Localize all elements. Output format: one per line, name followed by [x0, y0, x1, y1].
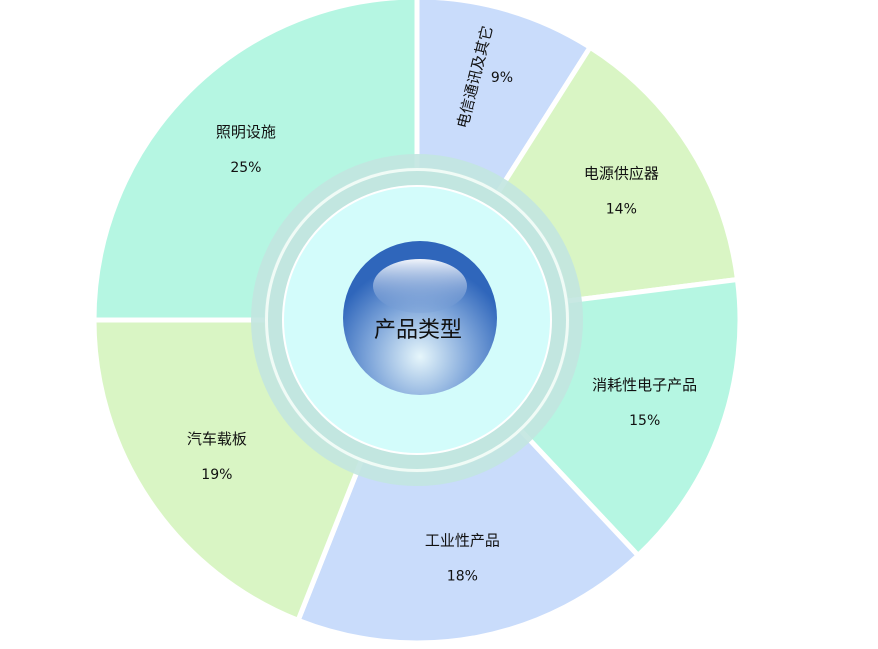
slice-label-4: 汽车载板: [187, 430, 247, 448]
center-ring: 产品类型: [251, 154, 583, 486]
slice-percent-0: 9%: [491, 70, 513, 86]
ring-inner: [268, 171, 566, 469]
slice-percent-3: 18%: [447, 569, 478, 585]
slices-group: [91, 0, 743, 646]
slice-label-5: 照明设施: [216, 123, 276, 141]
slice-label-3: 工业性产品: [425, 532, 500, 550]
slice-label-2: 消耗性电子产品: [592, 376, 697, 394]
slice-percent-1: 14%: [606, 201, 637, 217]
slice-percent-2: 15%: [629, 413, 660, 429]
ring-outer: [251, 154, 583, 486]
ring-line: [265, 168, 569, 472]
sphere-gloss: [373, 259, 467, 313]
center-title: 产品类型: [374, 318, 462, 343]
slice-label-1: 电源供应器: [584, 164, 659, 182]
slice-percent-4: 19%: [201, 467, 232, 483]
slice-percent-5: 25%: [230, 160, 261, 176]
